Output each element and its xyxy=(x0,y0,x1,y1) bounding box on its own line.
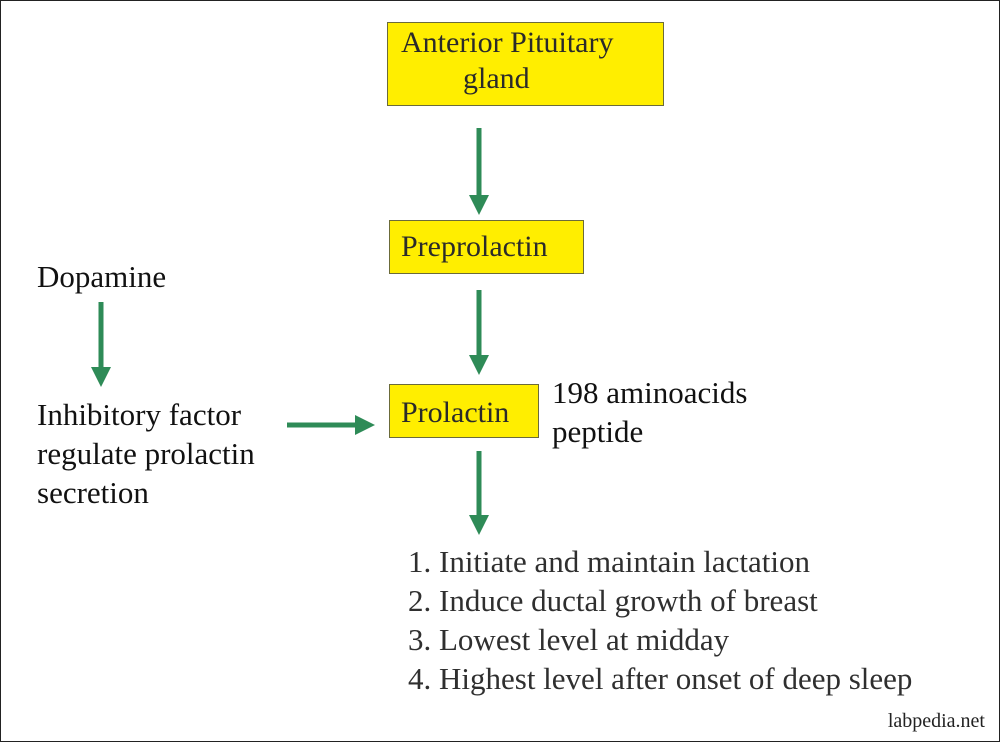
prolactin-box: Prolactin xyxy=(389,384,539,438)
inhibitory-line-1: Inhibitory factor xyxy=(37,397,242,432)
function-item: 4. Highest level after onset of deep sle… xyxy=(408,661,913,696)
function-item: 1. Initiate and maintain lactation xyxy=(408,544,811,579)
inhibitory-factor-text: Inhibitory factor regulate prolactin sec… xyxy=(37,395,255,512)
preprolactin-label: Preprolactin xyxy=(401,230,548,263)
site-credit: labpedia.net xyxy=(887,710,985,732)
dopamine-label: Dopamine xyxy=(37,259,167,294)
prolactin-note-line-2: peptide xyxy=(552,414,644,449)
prolactin-note: 198 aminoacids peptide xyxy=(552,373,747,451)
prolactin-label: Prolactin xyxy=(401,396,510,429)
function-item: 3. Lowest level at midday xyxy=(408,622,730,657)
function-item: 2. Induce ductal growth of breast xyxy=(408,583,818,618)
anterior-pituitary-box: Anterior Pituitary gland xyxy=(387,22,664,106)
functions-list: 1. Initiate and maintain lactation 2. In… xyxy=(408,542,912,698)
inhibitory-line-2: regulate prolactin xyxy=(37,436,255,471)
prolactin-note-line-1: 198 aminoacids xyxy=(552,375,748,410)
preprolactin-box: Preprolactin xyxy=(389,220,584,274)
inhibitory-line-3: secretion xyxy=(37,475,149,510)
anterior-pituitary-line1: Anterior Pituitary xyxy=(401,26,614,59)
anterior-pituitary-line2: gland xyxy=(463,62,530,95)
